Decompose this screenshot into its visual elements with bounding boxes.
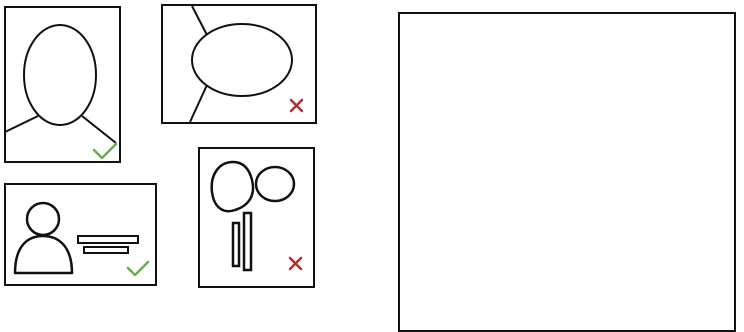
photo-frame [5,7,120,162]
example-multiple-people [199,148,314,287]
photo-frame [162,5,316,123]
example-sideways-portrait [162,5,316,123]
photo-frame [5,184,156,285]
empty-photo-frame [398,12,736,332]
example-person-with-document [5,184,156,285]
example-frontal-portrait [5,7,120,162]
